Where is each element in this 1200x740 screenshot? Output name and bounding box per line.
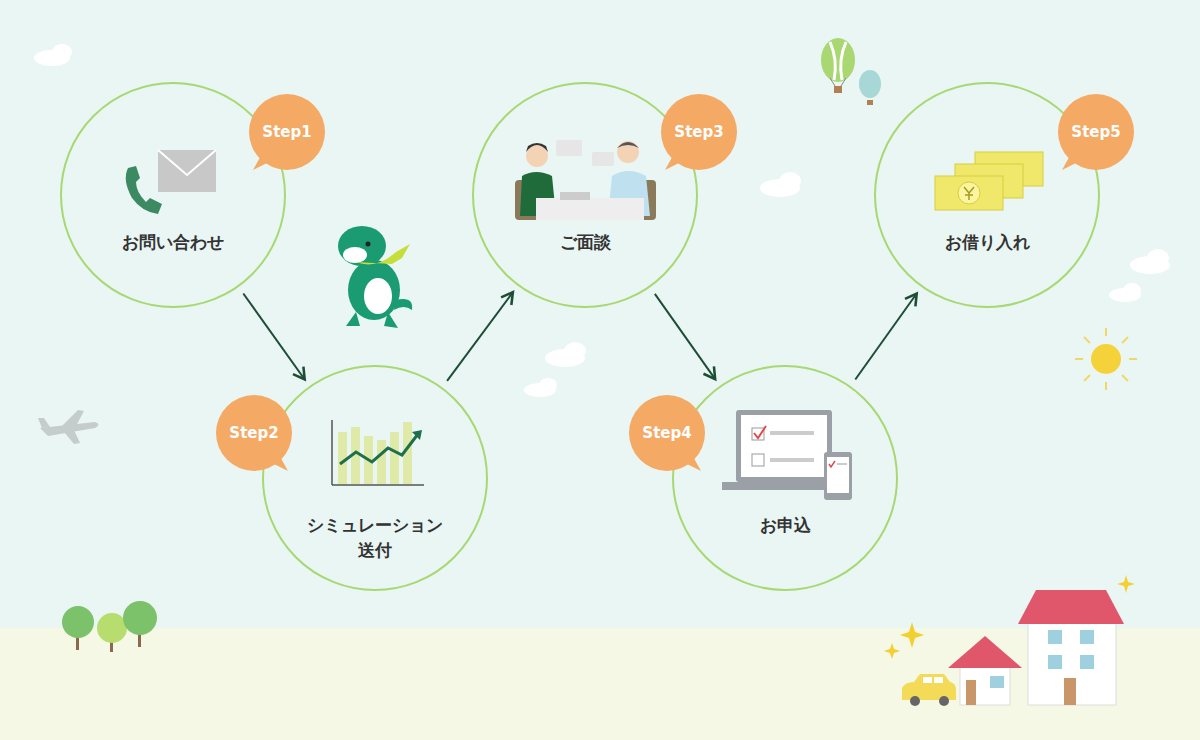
step-number: Step4 bbox=[642, 424, 691, 442]
step-circle: Step3ご面談 bbox=[472, 82, 698, 308]
icon-chart bbox=[332, 420, 424, 485]
step-badge: Step4 bbox=[629, 395, 705, 471]
step-badge: Step5 bbox=[1058, 94, 1134, 170]
step-label-box: お申込 bbox=[674, 513, 896, 538]
icon-money bbox=[935, 152, 1043, 210]
icon-phone-mail bbox=[126, 150, 216, 214]
trees bbox=[62, 601, 157, 652]
step-circle: Step5お借り入れ bbox=[874, 82, 1100, 308]
step-badge: Step1 bbox=[249, 94, 325, 170]
step-label-box: シミュレーション 送付 bbox=[264, 513, 486, 562]
step-label: お問い合わせ bbox=[122, 232, 224, 252]
step-circle: Step1お問い合わせ bbox=[60, 82, 286, 308]
step-label: お申込 bbox=[760, 515, 811, 535]
step-circle: Step4お申込 bbox=[672, 365, 898, 591]
step-label-box: ご面談 bbox=[474, 230, 696, 255]
step-number: Step2 bbox=[229, 424, 278, 442]
car bbox=[902, 674, 956, 706]
clouds bbox=[34, 44, 1170, 397]
step-label-box: お問い合わせ bbox=[62, 230, 284, 255]
icon-laptop-phone bbox=[722, 410, 852, 500]
mascot bbox=[338, 226, 412, 328]
step-badge: Step2 bbox=[216, 395, 292, 471]
icon-meeting bbox=[515, 140, 656, 220]
ground bbox=[0, 628, 1200, 740]
flow-arrow bbox=[655, 294, 715, 379]
sparkles bbox=[884, 575, 1135, 659]
step-label: シミュレーション 送付 bbox=[307, 515, 443, 560]
airplane bbox=[38, 410, 99, 444]
flow-arrow bbox=[243, 293, 304, 379]
step-label: お借り入れ bbox=[945, 232, 1030, 252]
step-badge: Step3 bbox=[661, 94, 737, 170]
flow-arrow bbox=[447, 292, 513, 381]
step-number: Step5 bbox=[1071, 123, 1120, 141]
step-number: Step1 bbox=[262, 123, 311, 141]
hot-air-balloons bbox=[821, 38, 881, 105]
sun bbox=[1075, 328, 1137, 390]
step-label-box: お借り入れ bbox=[876, 230, 1098, 255]
step-number: Step3 bbox=[674, 123, 723, 141]
flow-arrow bbox=[855, 293, 916, 379]
houses bbox=[948, 590, 1124, 705]
step-circle: Step2シミュレーション 送付 bbox=[262, 365, 488, 591]
step-label: ご面談 bbox=[560, 232, 611, 252]
